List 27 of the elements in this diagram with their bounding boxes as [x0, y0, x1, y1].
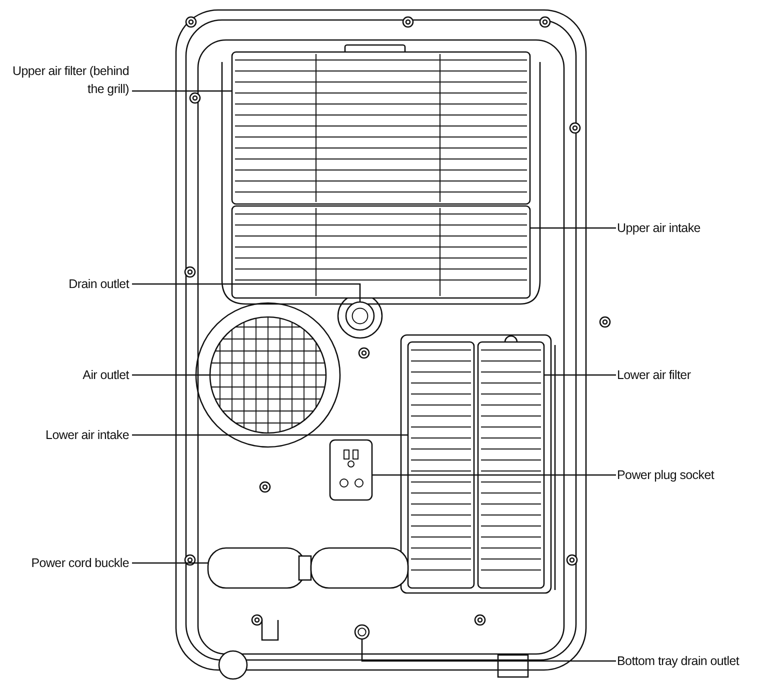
leader-line: [132, 434, 408, 436]
callout-label: Power plug socket: [616, 467, 716, 484]
callout-label: Upper air filter (behind the grill): [12, 63, 130, 98]
cord-buckle: [207, 547, 409, 589]
callout-label: Lower air intake: [44, 427, 130, 444]
vent-grill: [407, 341, 475, 589]
leader-line: [530, 227, 616, 229]
power-socket: [329, 439, 373, 501]
leader-line: [372, 474, 616, 476]
callout-label: Air outlet: [82, 367, 130, 384]
leader-line: [132, 562, 208, 564]
leader-line: [132, 90, 232, 92]
vent-grill: [231, 51, 531, 205]
callout-label: Bottom tray drain outlet: [616, 653, 740, 670]
vent-grill: [231, 205, 531, 299]
leader-line: [132, 374, 210, 376]
callout-label: Drain outlet: [68, 276, 130, 293]
callout-label: Power cord buckle: [30, 555, 130, 572]
leader-line: [361, 639, 616, 662]
callout-label: Upper air intake: [616, 220, 702, 237]
drain-outlet: [345, 301, 375, 331]
leader-line: [544, 374, 616, 376]
vent-grill: [477, 341, 545, 589]
air-outlet-grill: [209, 316, 327, 434]
leader-line: [132, 283, 361, 302]
drain-outlet: [354, 624, 370, 640]
callout-label: Lower air filter: [616, 367, 692, 384]
